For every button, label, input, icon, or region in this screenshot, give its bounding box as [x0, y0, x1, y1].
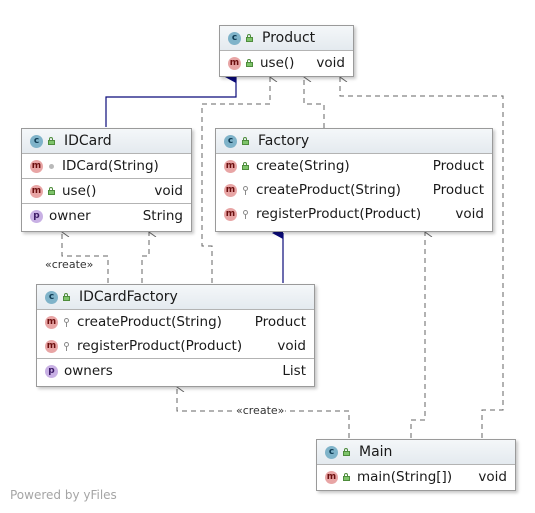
class-idcardfactory[interactable]: c IDCardFactory m createProduct(String) … — [36, 284, 315, 387]
method-type: Product — [432, 182, 484, 198]
class-name: Factory — [258, 133, 310, 149]
method-row[interactable]: m registerProduct(Product) void — [216, 202, 492, 226]
public-visibility-icon — [241, 136, 250, 146]
edge-idcardfactory-uses-product — [201, 77, 270, 283]
public-visibility-icon — [47, 186, 56, 196]
static-method-icon: m — [325, 470, 338, 484]
public-visibility-icon — [342, 472, 351, 482]
method-row[interactable]: m createProduct(String) Product — [37, 310, 314, 334]
method-icon: m — [228, 56, 241, 70]
edge-factory-uses-product — [304, 77, 325, 128]
method-type: void — [316, 55, 345, 71]
edge-idcardfactory-creates-idcard — [62, 232, 109, 283]
property-icon: p — [45, 364, 58, 378]
property-name: owner — [49, 208, 91, 224]
method-icon: m — [224, 159, 237, 173]
method-name: createProduct(String) — [77, 314, 222, 330]
property-type: List — [282, 363, 306, 379]
public-visibility-icon — [62, 292, 71, 302]
edge-idcard-extends-product — [105, 71, 237, 127]
protected-visibility-icon — [241, 185, 250, 195]
public-visibility-icon — [245, 58, 254, 68]
public-visibility-icon — [241, 161, 250, 171]
class-header: c Product — [220, 26, 353, 51]
method-type: void — [277, 338, 306, 354]
class-product[interactable]: c Product m use() void — [219, 25, 354, 77]
property-type: String — [142, 208, 183, 224]
method-type: void — [455, 206, 484, 222]
class-icon: c — [228, 31, 241, 45]
class-header: c IDCardFactory — [37, 285, 314, 310]
protected-visibility-icon — [62, 341, 71, 351]
method-name: use() — [62, 183, 97, 199]
method-type: void — [478, 469, 507, 485]
method-name: use() — [260, 55, 295, 71]
class-header: c Factory — [216, 129, 492, 154]
method-type: void — [154, 183, 183, 199]
edge-main-uses-factory — [410, 232, 425, 438]
create-label-idcardfactory: «create» — [235, 404, 286, 417]
create-label-idcard: «create» — [44, 258, 95, 271]
method-row[interactable]: m use() void — [220, 51, 353, 75]
method-row[interactable]: m use() void — [22, 178, 191, 203]
method-name: create(String) — [256, 158, 350, 174]
class-icon: c — [30, 134, 43, 148]
class-idcard[interactable]: c IDCard m IDCard(String) m use() void p… — [21, 128, 192, 232]
edge-idcardfactory-uses-idcard — [141, 232, 149, 283]
class-factory[interactable]: c Factory m create(String) Product m cre… — [215, 128, 493, 232]
class-header: c IDCard — [22, 129, 191, 154]
method-row[interactable]: m main(String[]) void — [317, 465, 515, 489]
class-name: Product — [262, 30, 316, 46]
method-name: registerProduct(Product) — [77, 338, 243, 354]
protected-visibility-icon — [62, 317, 71, 327]
property-row[interactable]: p owner String — [22, 203, 191, 228]
method-type: Product — [254, 314, 306, 330]
property-icon: p — [30, 209, 43, 223]
public-visibility-icon — [342, 447, 351, 457]
method-row[interactable]: m createProduct(String) Product — [216, 178, 492, 202]
class-header: c Main — [317, 440, 515, 465]
watermark: Powered by yFiles — [10, 488, 117, 502]
method-name: registerProduct(Product) — [256, 206, 422, 222]
abstract-class-icon: c — [224, 134, 237, 148]
method-icon: m — [224, 183, 237, 197]
method-icon: m — [224, 207, 237, 221]
class-icon: c — [45, 290, 58, 304]
method-row[interactable]: m create(String) Product — [216, 154, 492, 178]
constructor-row[interactable]: m IDCard(String) — [22, 154, 191, 178]
class-icon: c — [325, 445, 338, 459]
public-visibility-icon — [245, 33, 254, 43]
method-icon: m — [30, 159, 43, 173]
method-icon: m — [45, 339, 58, 353]
method-type: Product — [432, 158, 484, 174]
class-name: IDCardFactory — [79, 289, 178, 305]
class-name: Main — [359, 444, 393, 460]
method-icon: m — [30, 184, 43, 198]
method-icon: m — [45, 315, 58, 329]
property-row[interactable]: p owners List — [37, 358, 314, 383]
property-name: owners — [64, 363, 113, 379]
class-name: IDCard — [64, 133, 112, 149]
method-name: createProduct(String) — [256, 182, 401, 198]
constructor-name: IDCard(String) — [62, 158, 159, 174]
public-visibility-icon — [47, 136, 56, 146]
class-main[interactable]: c Main m main(String[]) void — [316, 439, 516, 491]
package-visibility-icon — [47, 162, 56, 171]
method-row[interactable]: m registerProduct(Product) void — [37, 334, 314, 358]
method-name: main(String[]) — [357, 469, 453, 485]
protected-visibility-icon — [241, 209, 250, 219]
